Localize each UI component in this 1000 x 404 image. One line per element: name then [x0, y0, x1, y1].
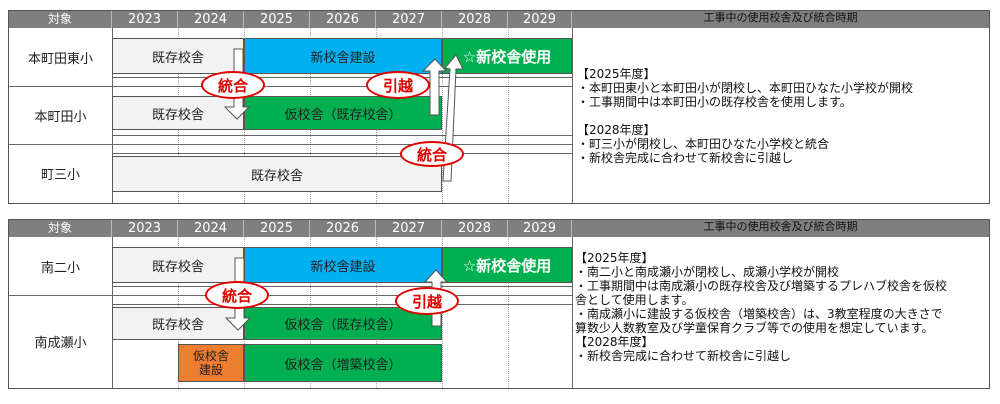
school-label-minami-ni: 南二小 — [40, 260, 80, 276]
header-year-2027: 2027 — [376, 11, 442, 28]
info-line: 【2028年度】 — [575, 335, 654, 349]
info-line: ・本町田東小と本町田小が閉校し、本町田ひなた小学校が開校 — [577, 81, 914, 95]
schedule-panel-1: 対象 2023 2024 2025 2026 2027 2028 2029 工事… — [8, 10, 990, 204]
track-line — [112, 153, 572, 154]
info-text-block: 【2025年度】 ・南二小と南成瀬小が閉校し、成瀬小学校が開校 ・工事期間中は南… — [575, 251, 987, 363]
bar-new-building-use: ☆新校舎使用 — [442, 38, 572, 74]
grid-line — [572, 237, 573, 388]
school-label-machisan: 町三小 — [40, 168, 80, 183]
info-line: 【2028年度】 — [577, 123, 656, 137]
header-year-2023: 2023 — [112, 11, 178, 28]
track-line — [112, 77, 572, 78]
bar-new-building-construction: 新校舎建設 — [244, 38, 442, 74]
track-line — [112, 286, 572, 287]
info-line — [577, 109, 985, 123]
info-line: 【2025年度】 — [575, 251, 654, 265]
school-label-honmachida: 本町田小 — [34, 109, 87, 125]
info-text-block: 【2025年度】 ・本町田東小と本町田小が閉校し、本町田ひなた小学校が開校 ・工… — [577, 67, 985, 165]
info-line: 【2025年度】 — [577, 67, 656, 81]
move-oval: 引越 — [366, 71, 430, 99]
merge-oval: 統合 — [201, 71, 265, 99]
header-year-2029: 2029 — [508, 11, 572, 28]
schedule-panel-2: 対象 2023 2024 2025 2026 2027 2028 2029 工事… — [8, 219, 990, 389]
row-divider — [9, 86, 572, 87]
info-line: 舎として使用します。 — [575, 293, 694, 307]
bar-temporary-building-construction: 仮校舎 建設 — [178, 344, 244, 382]
bar-temporary-extension-building: 仮校舎（増築校舎） — [244, 344, 442, 382]
header-year-2024: 2024 — [178, 11, 244, 28]
bar-existing-building: 既存校舎 — [112, 247, 244, 283]
school-label-minami-naruse: 南成瀬小 — [34, 336, 87, 351]
bar-new-building-use: ☆新校舎使用 — [442, 247, 572, 283]
bar-temporary-building: 仮校舎（既存校舎） — [244, 96, 442, 130]
bar-existing-building: 既存校舎 — [112, 307, 244, 340]
header-year-2026: 2026 — [310, 220, 376, 237]
grid-line — [508, 28, 509, 203]
info-line: ・南二小と南成瀬小が閉校し、成瀬小学校が開校 — [575, 265, 840, 279]
info-line: ・町三小が閉校し、本町田ひなた小学校と統合 — [577, 137, 830, 151]
grid-line — [508, 237, 509, 388]
info-line: ・新校舎完成に合わせて新校舎に引越し — [575, 349, 792, 363]
header-year-2028: 2028 — [442, 11, 508, 28]
header-info-title: 工事中の使用校舎及び統合時期 — [572, 11, 989, 28]
header-year-2025: 2025 — [244, 220, 310, 237]
header-info-title: 工事中の使用校舎及び統合時期 — [572, 220, 989, 237]
row-divider — [9, 295, 572, 296]
merge-oval: 統合 — [205, 281, 269, 309]
school-label-honmachida-higashi: 本町田東小 — [27, 51, 93, 67]
move-oval: 引越 — [395, 287, 459, 315]
info-line: ・南成瀬小に建設する仮校舎（増築校舎）は、3教室程度の大きさで — [575, 307, 943, 321]
bar-existing-building: 既存校舎 — [112, 38, 244, 74]
track-line — [112, 135, 572, 136]
bar-existing-building: 既存校舎 — [112, 96, 244, 130]
header-year-2025: 2025 — [244, 11, 310, 28]
track-line — [112, 304, 572, 305]
info-line: 算数少人数教室及び学童保育クラブ等での使用を想定しています。 — [575, 321, 934, 335]
info-line: ・新校舎完成に合わせて新校舎に引越し — [577, 151, 794, 165]
header-year-2024: 2024 — [178, 220, 244, 237]
bar-new-building-construction: 新校舎建設 — [244, 247, 442, 283]
header-year-2027: 2027 — [376, 220, 442, 237]
merge-oval: 統合 — [400, 141, 464, 167]
grid-line — [572, 28, 573, 203]
header-year-2029: 2029 — [508, 220, 572, 237]
bar-existing-building: 既存校舎 — [112, 156, 442, 192]
info-line: ・工事期間中は南成瀬小の既存校舎及び増築するプレハブ校舎を仮校 — [575, 279, 948, 293]
header-year-2028: 2028 — [442, 220, 508, 237]
header-target: 対象 — [9, 11, 112, 28]
header-year-2026: 2026 — [310, 11, 376, 28]
header-target: 対象 — [9, 220, 112, 237]
row-divider — [9, 144, 572, 145]
info-line: ・工事期間中は本町田小の既存校舎を使用します。 — [577, 95, 852, 109]
header-year-2023: 2023 — [112, 220, 178, 237]
